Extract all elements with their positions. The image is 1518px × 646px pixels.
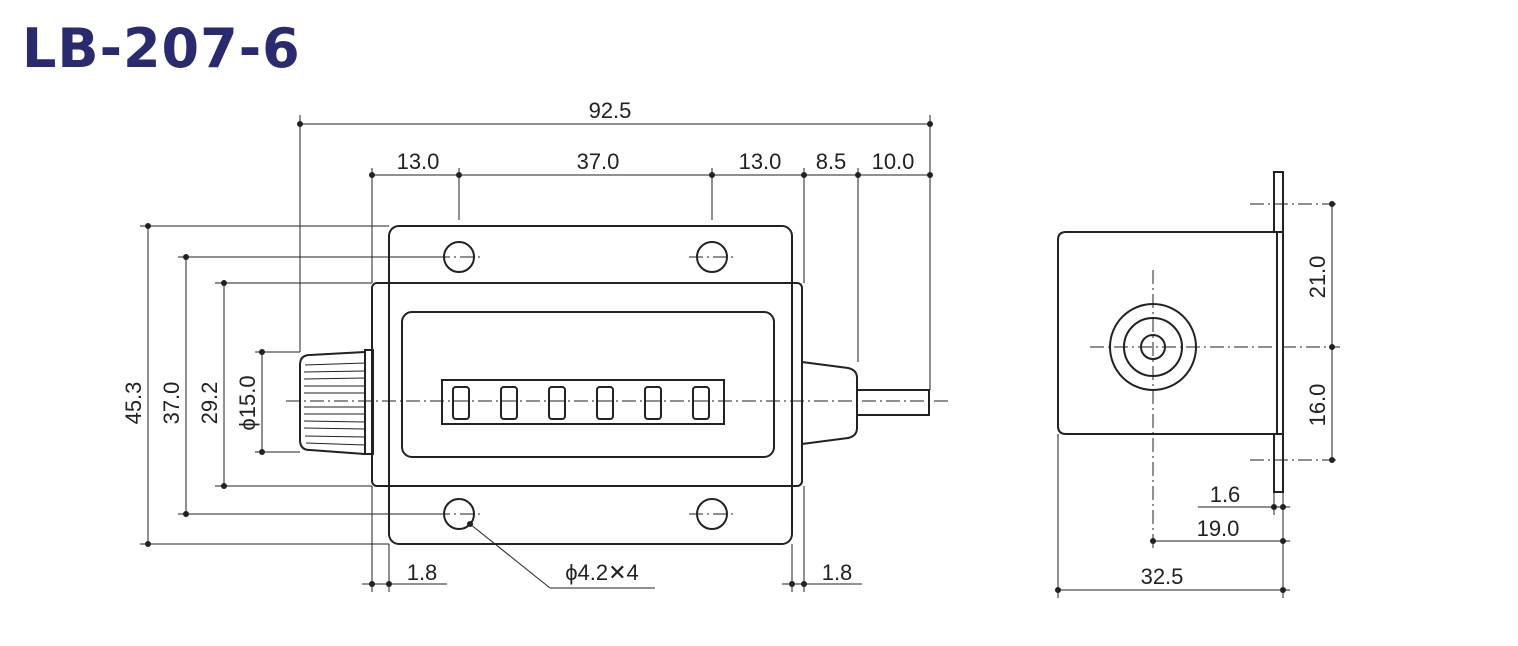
digit-box xyxy=(548,386,566,420)
dim-side-center: 19.0 xyxy=(1197,516,1240,541)
drive-shaft xyxy=(856,389,930,416)
dim-side-thickness: 1.6 xyxy=(1210,482,1241,507)
nose-cone xyxy=(801,360,858,446)
digit-box xyxy=(644,386,662,420)
side-flange-bottom xyxy=(1273,433,1284,493)
counter-body xyxy=(371,282,803,487)
top-dimensions: 92.5 13.0 37.0 13.0 8.5 10.0 xyxy=(297,98,933,390)
digit-box xyxy=(452,386,470,420)
dim-side-upper: 21.0 xyxy=(1305,256,1330,299)
side-housing xyxy=(1057,231,1277,435)
mounting-flange xyxy=(388,225,793,545)
digit-box xyxy=(692,386,710,420)
digit-box xyxy=(596,386,614,420)
side-view: 21.0 16.0 1.6 19.0 32.5 xyxy=(1055,171,1340,598)
dim-nose: 8.5 xyxy=(816,149,847,174)
dim-hole-callout: ϕ4.2✕4 xyxy=(565,560,639,585)
dim-body-height: 29.2 xyxy=(197,382,222,425)
dim-side-lower: 16.0 xyxy=(1305,384,1330,427)
dim-left-offset: 1.8 xyxy=(407,560,438,585)
dim-right-offset: 1.8 xyxy=(822,560,853,585)
front-view: 0 0 0 0 0 0 xyxy=(121,98,950,592)
mounting-holes xyxy=(436,241,735,530)
dim-flange-left: 13.0 xyxy=(397,149,440,174)
display-window xyxy=(401,311,775,458)
dim-hole-pitch-horizontal: 37.0 xyxy=(577,149,620,174)
digit-box xyxy=(500,386,518,420)
digit-frame xyxy=(441,379,725,425)
drawing-title: LB-207-6 xyxy=(22,17,301,80)
dim-overall-height: 45.3 xyxy=(121,382,146,425)
dim-shaft: 10.0 xyxy=(872,149,915,174)
dim-overall-length: 92.5 xyxy=(589,98,632,123)
left-dimensions: 45.3 37.0 29.2 ϕ15.0 xyxy=(121,223,436,547)
dim-hole-pitch-vertical: 37.0 xyxy=(159,382,184,425)
dim-flange-right: 13.0 xyxy=(739,149,782,174)
knob-outline xyxy=(299,350,366,456)
reset-knob xyxy=(299,349,374,456)
dim-knob-diameter: ϕ15.0 xyxy=(235,375,260,430)
side-flange-top xyxy=(1273,171,1284,233)
digit-wheels: 0 0 0 0 0 0 xyxy=(452,386,710,420)
bottom-dimensions: 1.8 1.8 ϕ4.2✕4 xyxy=(362,486,862,592)
dim-side-width: 32.5 xyxy=(1141,564,1184,589)
